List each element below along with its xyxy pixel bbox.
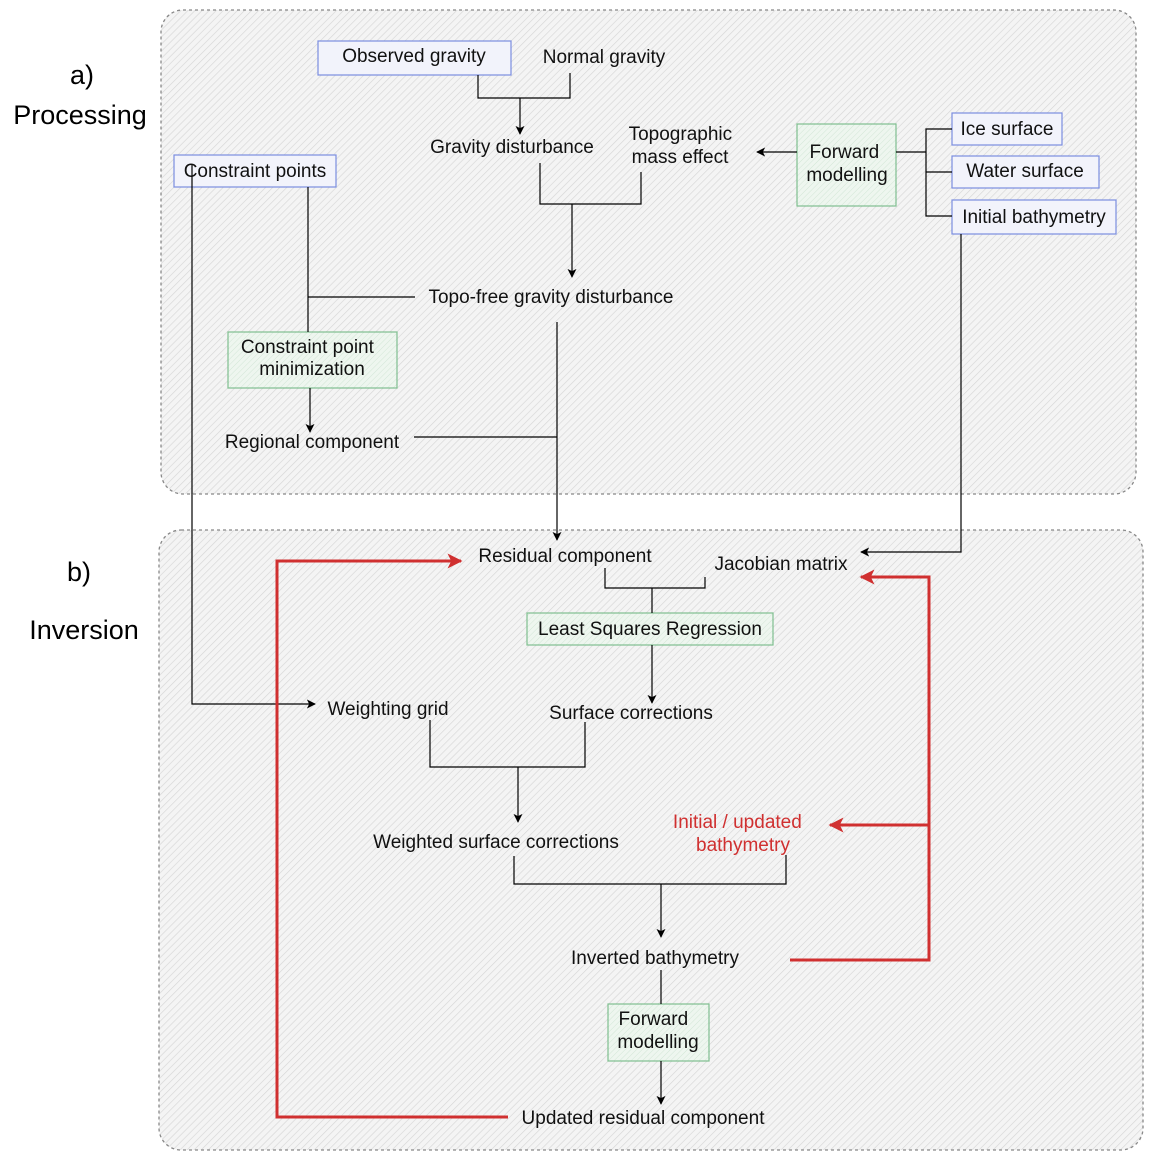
least-squares-regression-label: Least Squares Regression [538,619,762,640]
arrow-bathymetry-to-jacobian [860,234,962,557]
weighted-surface-corrections-label: Weighted surface corrections [373,832,619,853]
forward-modelling-a-box [796,123,897,207]
connector-gravity-inputs [477,73,571,99]
inverted-bathymetry-label: Inverted bathymetry [571,948,739,969]
feedback-updated-residual-to-residual [275,553,508,1119]
topo-free-gravity-disturbance-label: Topo-free gravity disturbance [428,287,673,308]
connector-disturbance-topo [539,163,642,205]
jacobian-matrix-label: Jacobian matrix [714,554,848,575]
forward-modelling-a-label: Forward modelling [806,142,887,186]
inversion-panel [158,529,1144,1151]
observed-gravity-box [317,40,512,76]
connector-weighted-bathymetry [513,855,787,885]
connector-weighting-corrections [429,720,586,768]
forward-modelling-b-box [607,1003,710,1062]
connector-surface-inputs [896,128,952,217]
initial-bathymetry-label: Initial bathymetry [962,207,1106,228]
constraint-point-minimization-box [227,331,398,389]
constraint-points-box [173,154,337,188]
panel-a-letter: a) [70,60,94,90]
arrow-constraints-to-weighting [191,165,316,709]
panel-a-name: Processing [13,100,147,130]
initial-updated-bathymetry-label: Initial / updated bathymetry [673,812,807,856]
initial-bathymetry-box [951,199,1117,235]
feedback-inverted-to-jacobian [790,569,931,962]
normal-gravity-label: Normal gravity [543,47,666,68]
water-surface-label: Water surface [966,161,1084,182]
weighting-grid-label: Weighting grid [327,699,448,720]
residual-component-label: Residual component [478,546,652,567]
gravity-disturbance-label: Gravity disturbance [430,137,594,158]
topographic-mass-effect-label: Topographic mass effect [629,124,738,168]
constraint-point-minimization-label: Constraint point minimization [241,337,379,380]
observed-gravity-label: Observed gravity [342,46,486,67]
panel-b-letter: b) [67,557,91,587]
panel-b-name: Inversion [29,615,139,645]
processing-panel [160,9,1137,495]
connector-residual-jacobian [604,568,706,589]
least-squares-regression-box [526,612,774,646]
regional-component-label: Regional component [225,432,400,453]
forward-modelling-b-label: Forward modelling [617,1009,698,1053]
updated-residual-component-label: Updated residual component [522,1108,766,1129]
constraint-points-label: Constraint points [184,161,327,182]
surface-corrections-label: Surface corrections [549,703,713,724]
ice-surface-label: Ice surface [961,119,1054,140]
water-surface-box [951,155,1100,189]
